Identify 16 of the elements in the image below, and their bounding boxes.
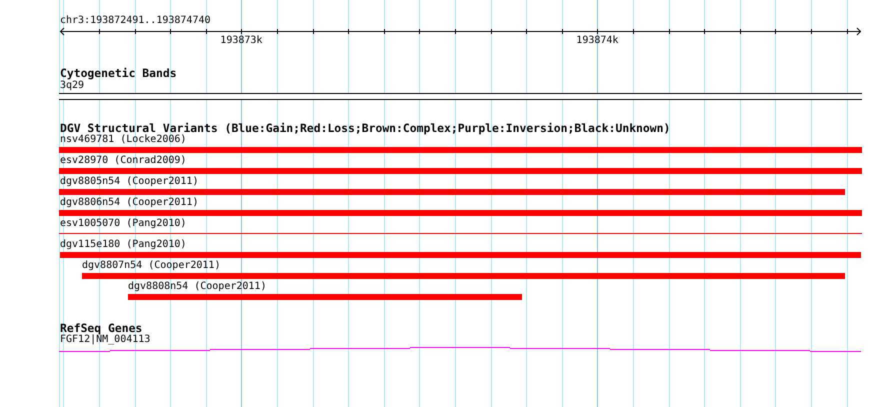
tick-label: 193874k [576,35,618,47]
band-label: 3q29 [60,80,84,92]
gene-label: FGF12|NM_004113 [60,334,150,346]
track-heading: RefSeq Genes [60,321,142,335]
track-heading: DGV Structural Variants (Blue:Gain;Red:Loss;Brown:Complex;Purple:Inversion;Black:Unknown) [60,121,670,135]
variant-label: esv28970 (Conrad2009) [60,155,186,167]
location-label: chr3:193872491..193874740 [60,15,211,27]
variant-label: dgv8805n54 (Cooper2011) [60,176,198,188]
variant-label: esv1005070 (Pang2010) [60,218,186,230]
variant-label: nsv469781 (Locke2006) [60,134,186,146]
tick-label: 193873k [220,35,262,47]
variant-label: dgv8806n54 (Cooper2011) [60,197,198,209]
track-heading: Cytogenetic Bands [60,66,177,80]
variant-label: dgv8807n54 (Cooper2011) [82,260,220,272]
variant-label: dgv115e180 (Pang2010) [60,239,186,251]
variant-label: dgv8808n54 (Cooper2011) [128,281,266,293]
